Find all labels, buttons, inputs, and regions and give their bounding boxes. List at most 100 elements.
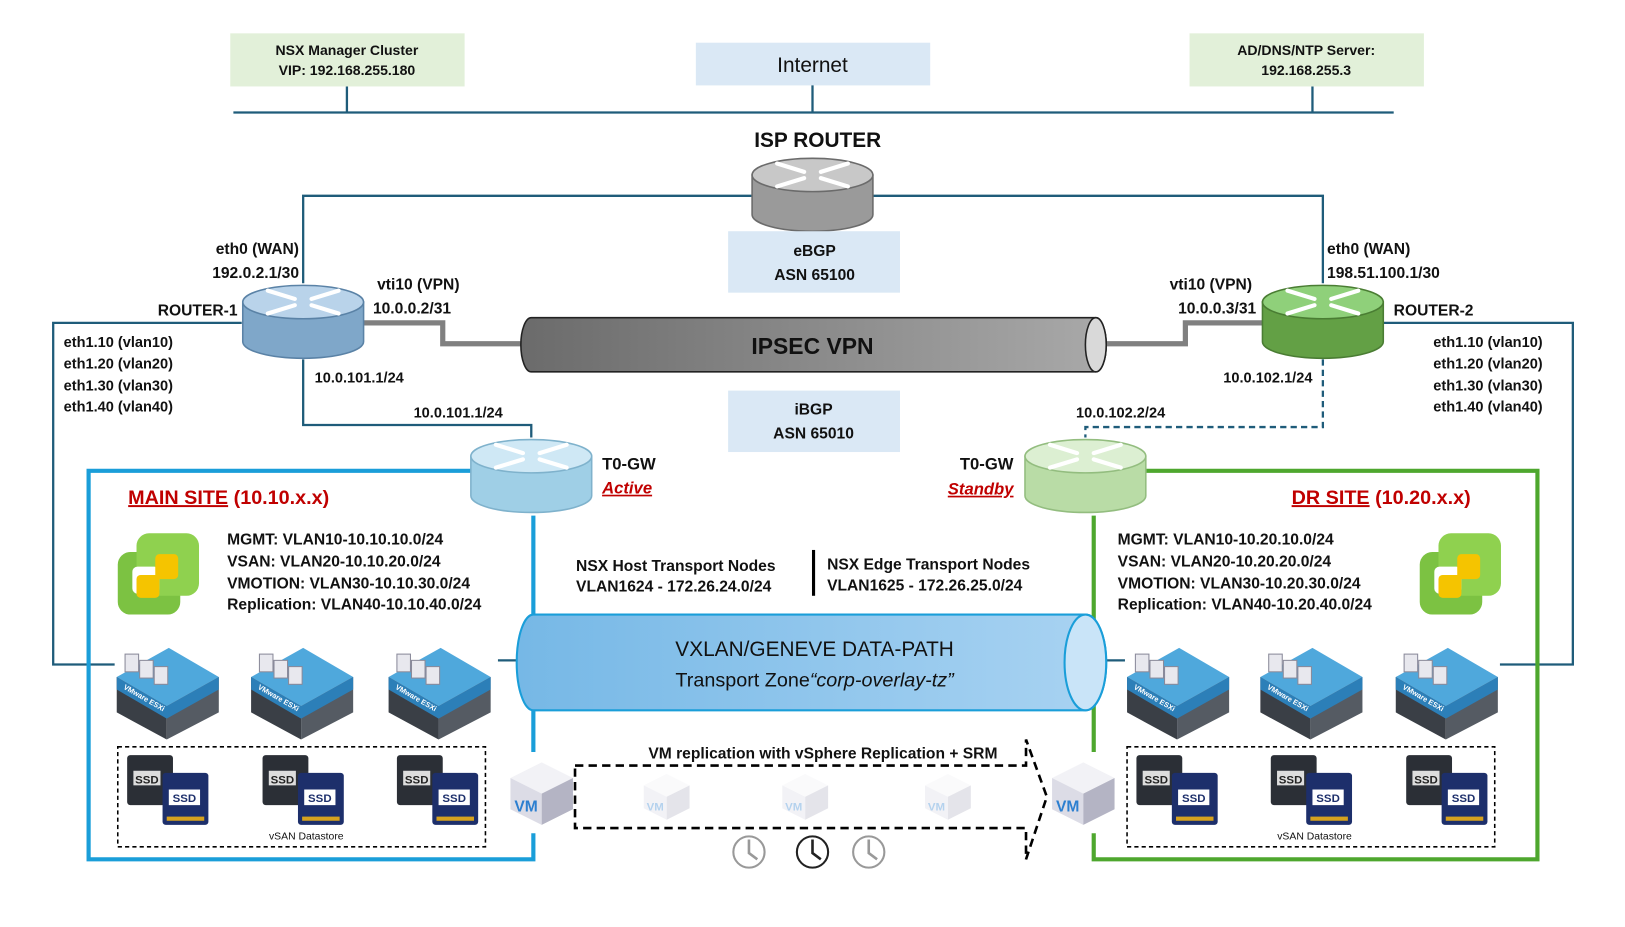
router-arrow	[1047, 442, 1080, 456]
ibgp-label: iBGP	[794, 402, 832, 419]
dr-site-subnet: (10.20.x.x)	[1375, 487, 1471, 509]
subif: eth1.10 (vlan10)	[1433, 335, 1543, 351]
t0-dr-label: T0-GW	[960, 455, 1014, 474]
cube-right	[947, 785, 971, 820]
vm-cube-icon: VM	[782, 773, 829, 820]
router-arrow	[1329, 303, 1361, 316]
dr-site-name: DR SITE	[1292, 487, 1370, 509]
esxi-band	[1127, 677, 1230, 719]
vm-box	[288, 666, 303, 685]
esxi-band	[1260, 677, 1363, 719]
router2-vpn-ip: 10.0.0.3/31	[1178, 301, 1256, 318]
cube-top	[782, 773, 829, 797]
subif: eth1.30 (vlan30)	[1433, 379, 1543, 395]
nsx-manager-box	[230, 33, 465, 87]
ssd-label-bg	[1142, 770, 1170, 786]
internet-label: Internet	[777, 54, 848, 77]
router-arrow	[1285, 303, 1317, 316]
ssd-label: SSD	[135, 774, 159, 786]
t0-gateway-standby-icon	[1024, 438, 1147, 514]
router1-lan-ip: 10.0.101.1/24	[315, 370, 405, 386]
router1-trunk	[52, 321, 242, 666]
router-arrow	[1285, 288, 1317, 302]
clock-hands	[747, 839, 759, 861]
router-top	[241, 284, 365, 320]
tunnel-body	[515, 613, 1108, 712]
esxi-host-icon: VMware ESXi	[1127, 647, 1230, 740]
router1-vpn-ip: 10.0.0.2/31	[373, 301, 451, 318]
t0-gateway-active-icon	[470, 438, 593, 514]
isp-router-label: ISP ROUTER	[754, 129, 881, 152]
vlan-entry: VSAN: VLAN20-10.10.20.0/24	[227, 554, 441, 571]
ssd-pins	[302, 816, 340, 821]
ssd-label-bg	[1312, 789, 1344, 806]
dr-vsan-datastore	[1126, 746, 1496, 848]
overlay-tz-prefix: Transport Zone	[675, 669, 809, 691]
vm-label: VM	[1056, 798, 1079, 815]
vm-box	[124, 653, 140, 673]
vlan-entry: Replication: VLAN40-10.10.40.0/24	[227, 596, 482, 613]
main-site-vlans: MGMT: VLAN10-10.10.10.0/24 VSAN: VLAN20-…	[227, 532, 482, 614]
ssd-label-bg	[268, 770, 296, 786]
dr-datastore-label: vSAN Datastore	[1277, 832, 1352, 843]
subif: eth1.30 (vlan30)	[64, 379, 174, 395]
ssd-icon: SSD SSD	[127, 755, 209, 825]
router2-vpn-if: vti10 (VPN)	[1170, 277, 1252, 294]
vpn-links	[362, 320, 1263, 347]
router-top	[470, 438, 593, 474]
vm-cube-icon: VM	[1052, 762, 1115, 825]
vm-cube-icon: VM	[510, 762, 573, 825]
router-arrow	[309, 288, 341, 302]
management-bus	[233, 85, 1394, 114]
router-arrow	[1047, 457, 1080, 470]
ssd-pins	[1445, 816, 1484, 821]
vm-box	[1432, 666, 1448, 685]
router-arrow	[775, 161, 807, 174]
vm-box	[1149, 659, 1165, 679]
ssd-label-bg	[304, 789, 336, 806]
vlan-entry: MGMT: VLAN10-10.10.10.0/24	[227, 532, 443, 549]
ssd-pins	[436, 816, 474, 821]
t0-dr-state: Standby	[948, 480, 1014, 499]
router-arrow	[1091, 442, 1123, 456]
router2-wan-if: eth0 (WAN)	[1327, 241, 1410, 258]
vm-box	[1134, 653, 1150, 673]
ad-dns-ntp-ip: 192.168.255.3	[1261, 62, 1351, 78]
vlan-entry: VSAN: VLAN20-10.20.20.0/24	[1118, 554, 1332, 571]
vm-box	[1418, 659, 1433, 679]
internet-box	[695, 42, 931, 86]
ebgp-box	[728, 231, 900, 293]
overlay-tz-name: “corp-overlay-tz”	[810, 669, 955, 691]
router2-t0-link	[1084, 359, 1325, 438]
router1-icon	[241, 284, 365, 360]
dr-site-vlans: MGMT: VLAN10-10.20.10.0/24 VSAN: VLAN20-…	[1118, 532, 1373, 614]
ssd-label: SSD	[173, 793, 197, 805]
router-top	[1024, 438, 1147, 474]
router1-wan-ip: 192.0.2.1/30	[212, 265, 299, 282]
overlay-title: VXLAN/GENEVE DATA-PATH	[675, 638, 954, 661]
vm-label: VM	[928, 801, 945, 813]
router2-name: ROUTER-2	[1394, 303, 1474, 320]
vm-box	[410, 659, 426, 679]
router-arrow	[775, 176, 807, 189]
router-arrow	[537, 442, 569, 456]
edge-tn-label: NSX Edge Transport Nodes	[827, 557, 1030, 574]
esxi-band	[1395, 677, 1498, 719]
overlay-tunnel	[515, 613, 1108, 712]
ad-dns-ntp-label: AD/DNS/NTP Server:	[1237, 42, 1375, 58]
router1-subinterfaces: eth1.10 (vlan10) eth1.20 (vlan20) eth1.3…	[64, 335, 174, 416]
cube-top	[510, 762, 573, 794]
clock-hands	[811, 839, 822, 861]
t0-main-state: Active	[601, 479, 652, 498]
cube-right	[805, 785, 829, 820]
ebgp-asn: ASN 65100	[774, 267, 855, 284]
vm-label: VM	[785, 801, 802, 813]
vm-box	[1164, 666, 1179, 685]
vm-label: VM	[514, 798, 537, 815]
router-arrow	[493, 442, 526, 456]
